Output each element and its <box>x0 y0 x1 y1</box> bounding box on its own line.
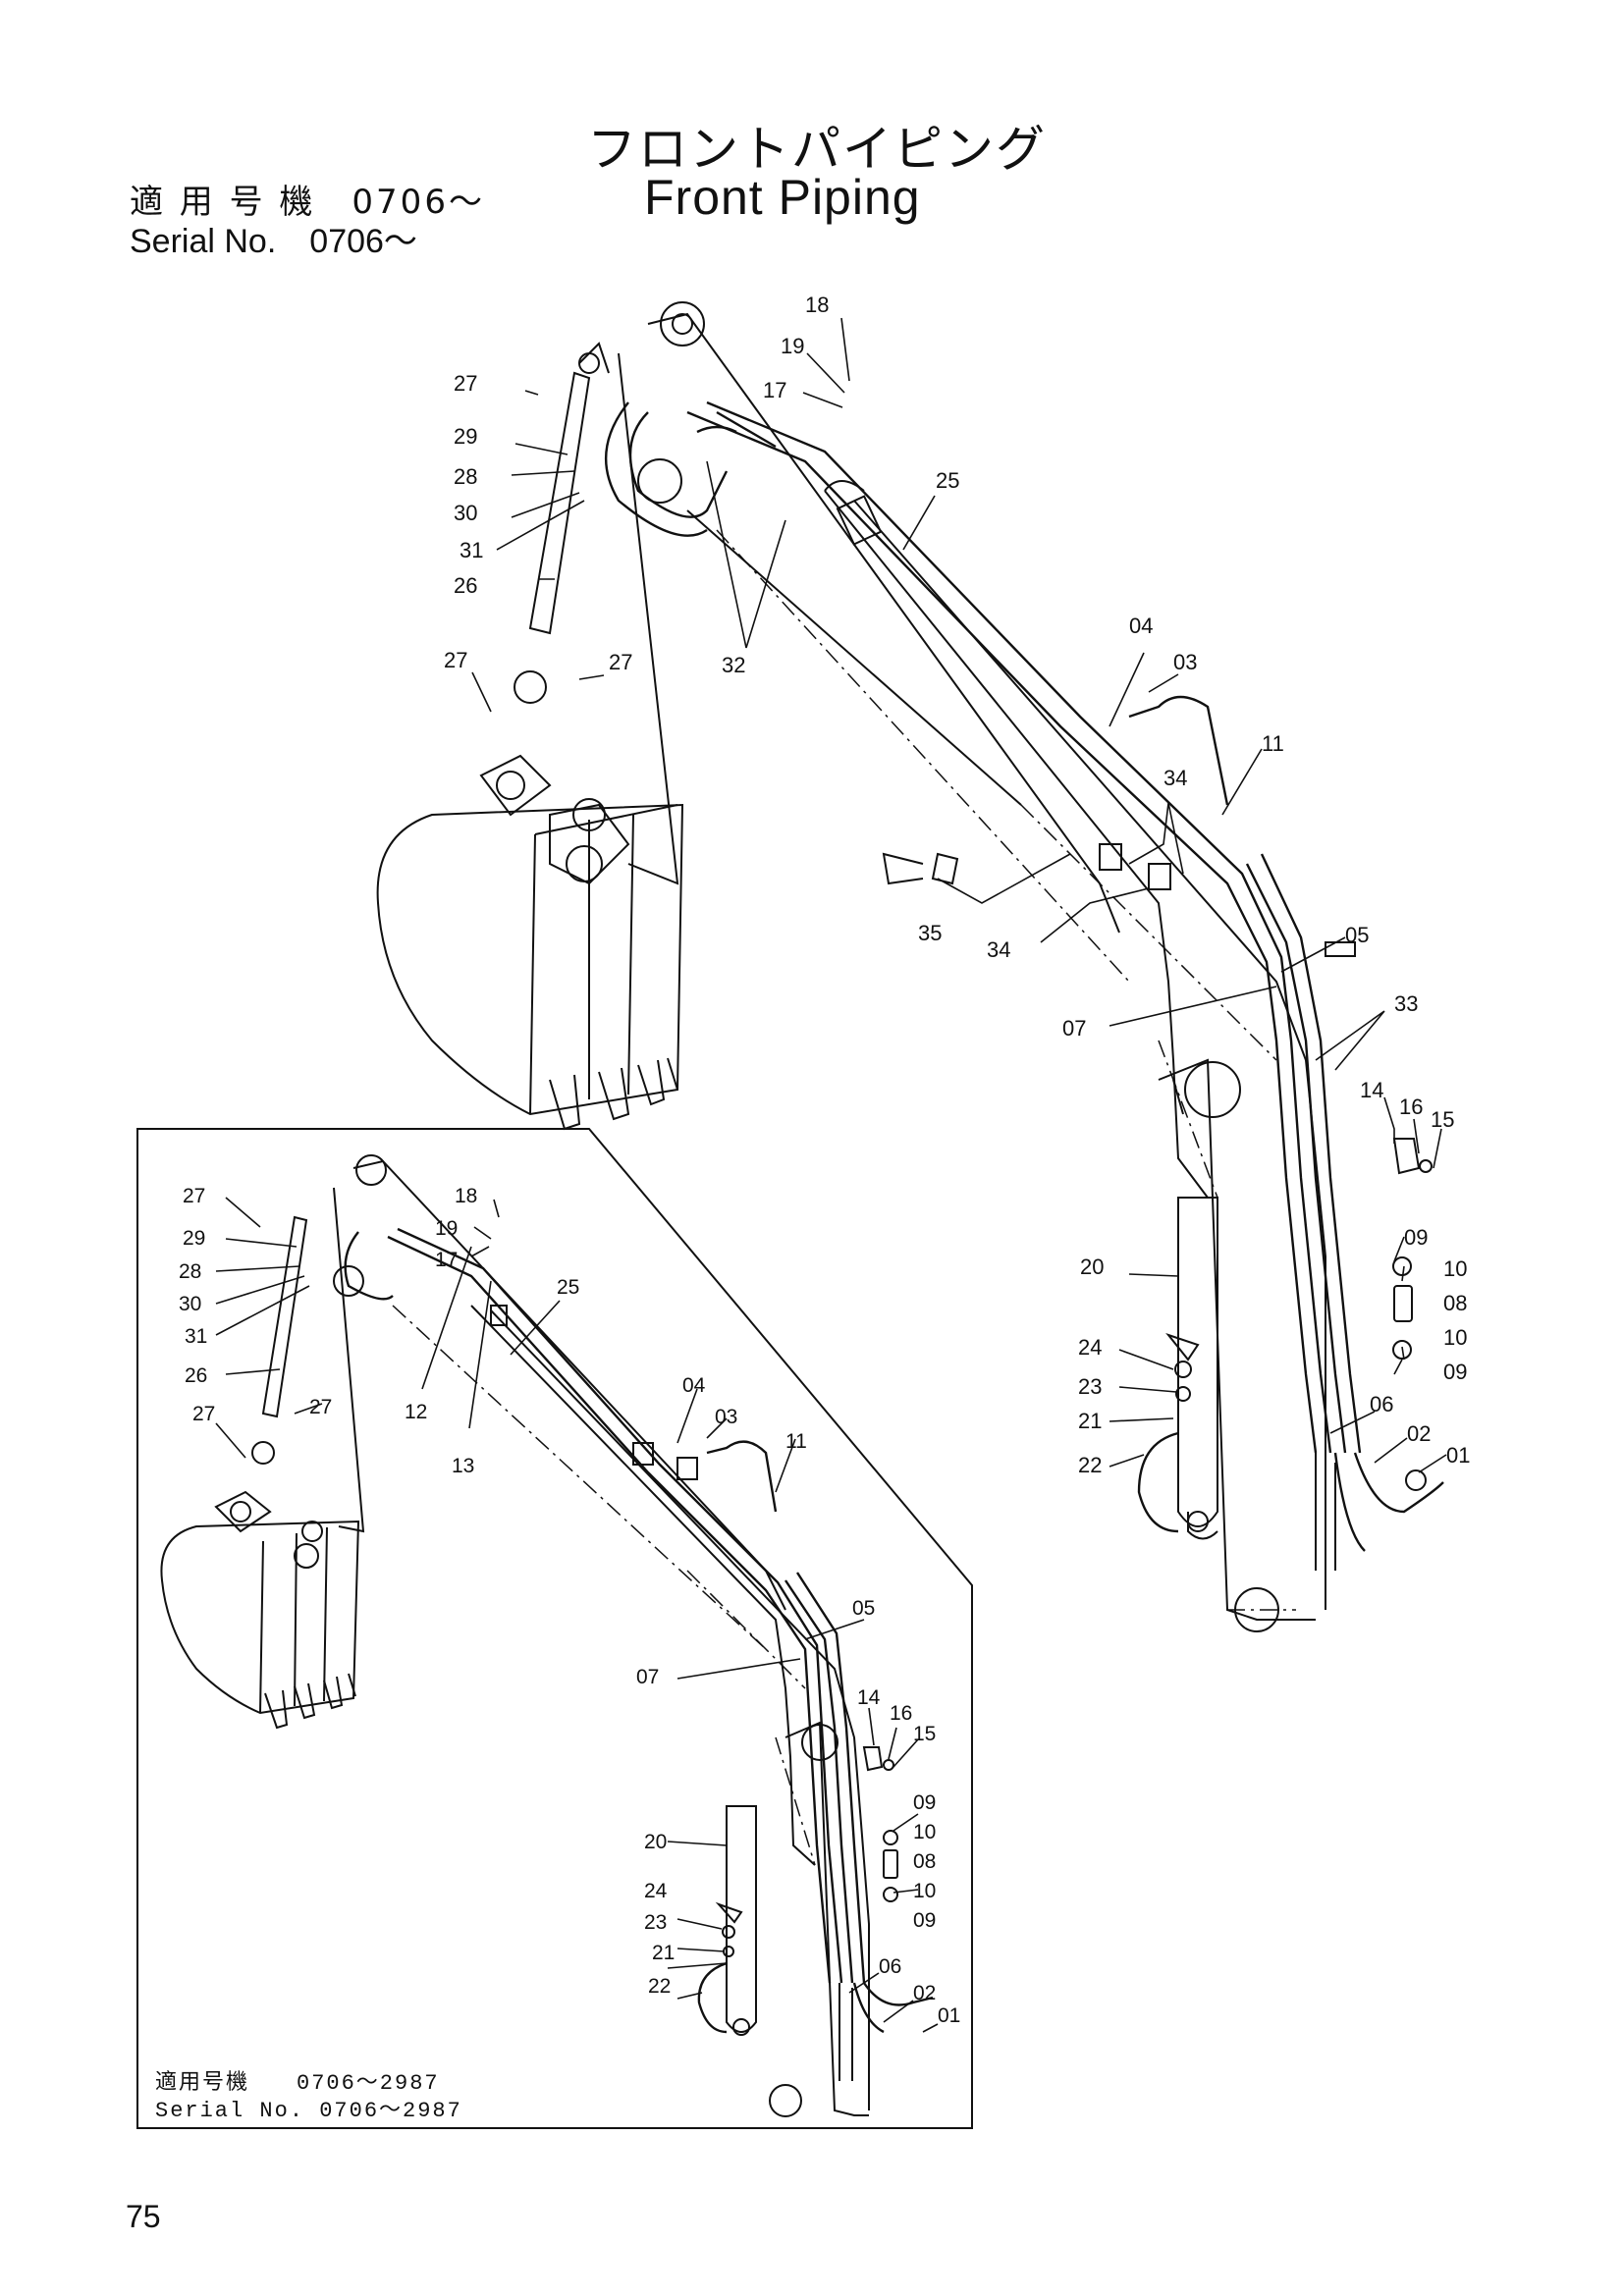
inset-callout-17: 17 <box>435 1249 458 1271</box>
inset-callout-10: 10 <box>913 1880 936 1902</box>
callout-29: 29 <box>454 424 477 449</box>
inset-serial-english: Serial No. 0706～2987 <box>155 2099 462 2123</box>
callout-35: 35 <box>918 921 942 945</box>
inset-callout-18: 18 <box>455 1185 477 1207</box>
inset-callout-19: 19 <box>435 1217 458 1240</box>
inset-callout-09: 09 <box>913 1791 936 1814</box>
callout-07: 07 <box>1062 1016 1086 1041</box>
inset-callout-27: 27 <box>192 1403 215 1425</box>
serial-label-english: Serial No. 0706～ <box>130 223 417 260</box>
inset-callout-28: 28 <box>179 1260 201 1283</box>
inset-callout-25: 25 <box>557 1276 579 1299</box>
callout-32: 32 <box>722 653 745 677</box>
inset-callout-13: 13 <box>452 1455 474 1477</box>
main-callout-labels: 18 19 17 27 29 28 30 31 26 27 27 32 25 0… <box>444 293 1470 1477</box>
inset-callout-24: 24 <box>644 1880 668 1902</box>
callout-28: 28 <box>454 464 477 489</box>
inset-callout-06: 06 <box>879 1955 901 1978</box>
inset-assembly-drawing <box>160 1154 934 2117</box>
inset-callout-22: 22 <box>648 1975 671 1998</box>
inset-callout-02: 02 <box>913 1982 936 2004</box>
callout-19: 19 <box>781 334 804 358</box>
inset-callout-09: 09 <box>913 1909 936 1932</box>
title-japanese: フロントパイピング <box>587 121 1047 178</box>
callout-03: 03 <box>1173 650 1197 674</box>
title-english: Front Piping <box>644 170 921 225</box>
callout-27: 27 <box>609 650 632 674</box>
inset-callout-03: 03 <box>715 1406 737 1428</box>
callout-17: 17 <box>763 378 786 402</box>
callout-01: 01 <box>1446 1443 1470 1468</box>
callout-33: 33 <box>1394 991 1418 1016</box>
inset-callout-21: 21 <box>652 1942 675 1964</box>
inset-callout-31: 31 <box>185 1325 207 1348</box>
callout-34: 34 <box>987 937 1010 962</box>
callout-22: 22 <box>1078 1453 1102 1477</box>
callout-31: 31 <box>460 538 483 562</box>
inset-callout-16: 16 <box>890 1702 912 1725</box>
inset-callout-27: 27 <box>309 1396 332 1418</box>
callout-11: 11 <box>1262 731 1284 756</box>
callout-05: 05 <box>1345 923 1369 947</box>
inset-callout-labels: 18 19 17 27 29 28 30 31 26 27 27 12 13 2… <box>179 1185 960 2027</box>
callout-27: 27 <box>454 371 477 396</box>
inset-callout-30: 30 <box>179 1293 201 1315</box>
inset-callout-12: 12 <box>405 1401 427 1423</box>
inset-callout-01: 01 <box>938 2004 960 2027</box>
callout-23: 23 <box>1078 1374 1102 1399</box>
callout-26: 26 <box>454 573 477 598</box>
inset-callout-10: 10 <box>913 1821 936 1843</box>
callout-09: 09 <box>1404 1225 1428 1250</box>
inset-frame <box>136 1128 973 2129</box>
callout-21: 21 <box>1078 1409 1102 1433</box>
callout-10: 10 <box>1443 1325 1467 1350</box>
inset-callout-20: 20 <box>644 1831 667 1853</box>
callout-10: 10 <box>1443 1256 1467 1281</box>
callout-20: 20 <box>1080 1255 1104 1279</box>
callout-04: 04 <box>1129 614 1153 638</box>
inset-callout-14: 14 <box>857 1686 881 1709</box>
callout-15: 15 <box>1431 1107 1454 1132</box>
inset-callout-23: 23 <box>644 1911 667 1934</box>
inset-serial-japanese: 適用号機 0706～2987 <box>155 2071 440 2096</box>
inset-callout-11: 11 <box>785 1430 807 1453</box>
callout-06: 06 <box>1370 1392 1393 1416</box>
main-assembly-drawing <box>376 301 1444 1632</box>
callout-24: 24 <box>1078 1335 1102 1360</box>
callout-09: 09 <box>1443 1360 1467 1384</box>
callout-14: 14 <box>1360 1078 1383 1102</box>
inset-callout-04: 04 <box>682 1374 706 1397</box>
callout-16: 16 <box>1399 1095 1423 1119</box>
callout-27: 27 <box>444 648 467 672</box>
serial-label-japanese: 適 用 号 機 0706～ <box>130 183 485 222</box>
callout-34: 34 <box>1163 766 1187 790</box>
inset-callout-27: 27 <box>183 1185 205 1207</box>
inset-callout-29: 29 <box>183 1227 205 1250</box>
inset-callout-15: 15 <box>913 1723 936 1745</box>
inset-leader-lines <box>215 1197 939 2033</box>
callout-25: 25 <box>936 468 959 493</box>
inset-callout-08: 08 <box>913 1850 936 1873</box>
callout-02: 02 <box>1407 1421 1431 1446</box>
main-leader-lines <box>471 317 1447 1473</box>
inset-callout-07: 07 <box>636 1666 659 1688</box>
page-number: 75 <box>126 2199 161 2234</box>
callout-30: 30 <box>454 501 477 525</box>
inset-callout-26: 26 <box>185 1364 207 1387</box>
inset-callout-05: 05 <box>852 1597 875 1620</box>
callout-08: 08 <box>1443 1291 1467 1315</box>
callout-18: 18 <box>805 293 829 317</box>
